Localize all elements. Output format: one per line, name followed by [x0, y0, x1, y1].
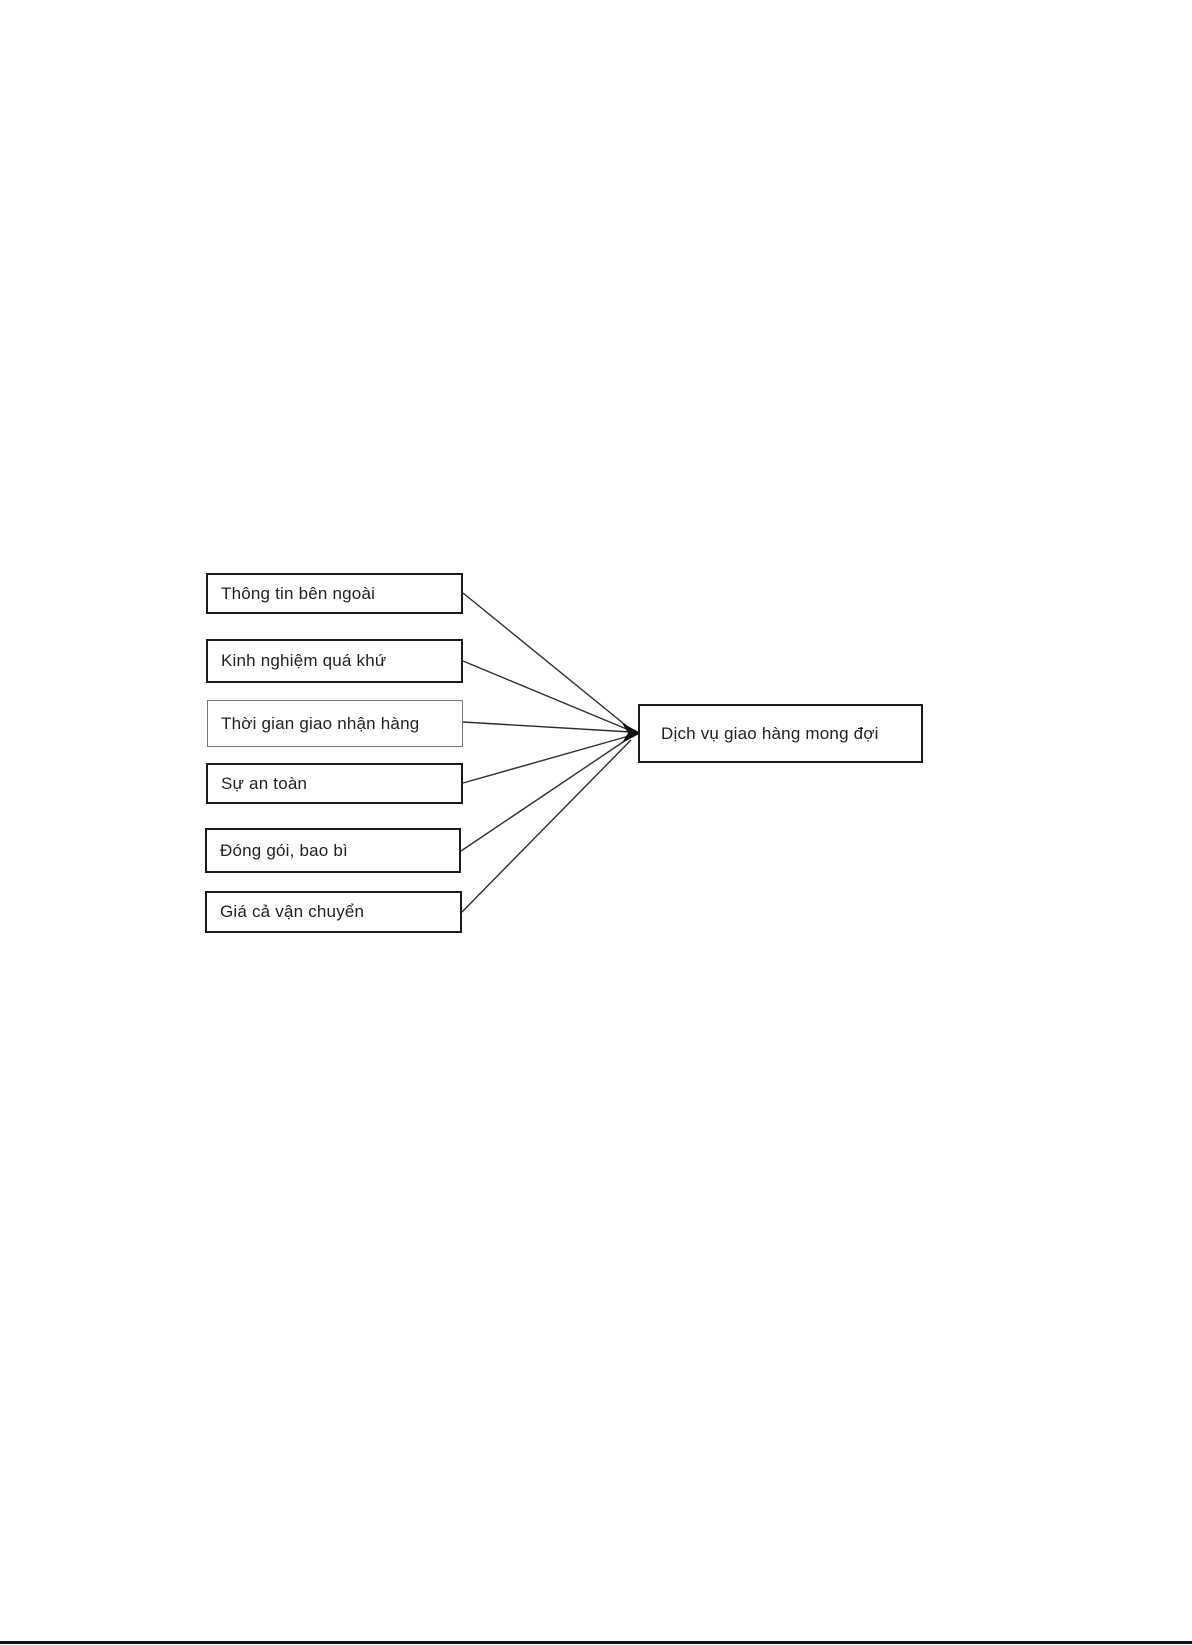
factor-box-delivery-time: Thời gian giao nhận hàng	[207, 700, 463, 747]
connector-external-info	[462, 592, 630, 729]
factor-box-packaging: Đóng gói, bao bì	[205, 828, 461, 873]
connector-delivery-time	[462, 721, 632, 733]
target-box-expected-delivery-service: Dịch vụ giao hàng mong đợi	[638, 704, 923, 763]
factor-label-external-info: Thông tin bên ngoài	[221, 583, 376, 603]
factor-label-past-experience: Kinh nghiệm quá khứ	[221, 651, 387, 670]
connector-safety	[462, 735, 630, 784]
page-bottom-rule	[0, 1641, 1192, 1644]
factor-label-delivery-time: Thời gian giao nhận hàng	[221, 713, 420, 733]
factor-label-packaging: Đóng gói, bao bì	[220, 840, 348, 860]
factor-box-safety: Sự an toàn	[206, 763, 463, 804]
connector-shipping-price	[461, 739, 632, 913]
connector-packaging	[460, 737, 630, 852]
factor-box-past-experience: Kinh nghiệm quá khứ	[206, 639, 463, 683]
factor-label-shipping-price: Giá cả vận chuyển	[220, 902, 365, 921]
factor-label-safety: Sự an toàn	[221, 773, 308, 793]
factor-box-shipping-price: Giá cả vận chuyển	[205, 891, 462, 933]
connector-past-experience	[462, 660, 630, 731]
factor-box-external-info: Thông tin bên ngoài	[206, 573, 463, 614]
target-label-expected-delivery-service: Dịch vụ giao hàng mong đợi	[661, 723, 879, 743]
